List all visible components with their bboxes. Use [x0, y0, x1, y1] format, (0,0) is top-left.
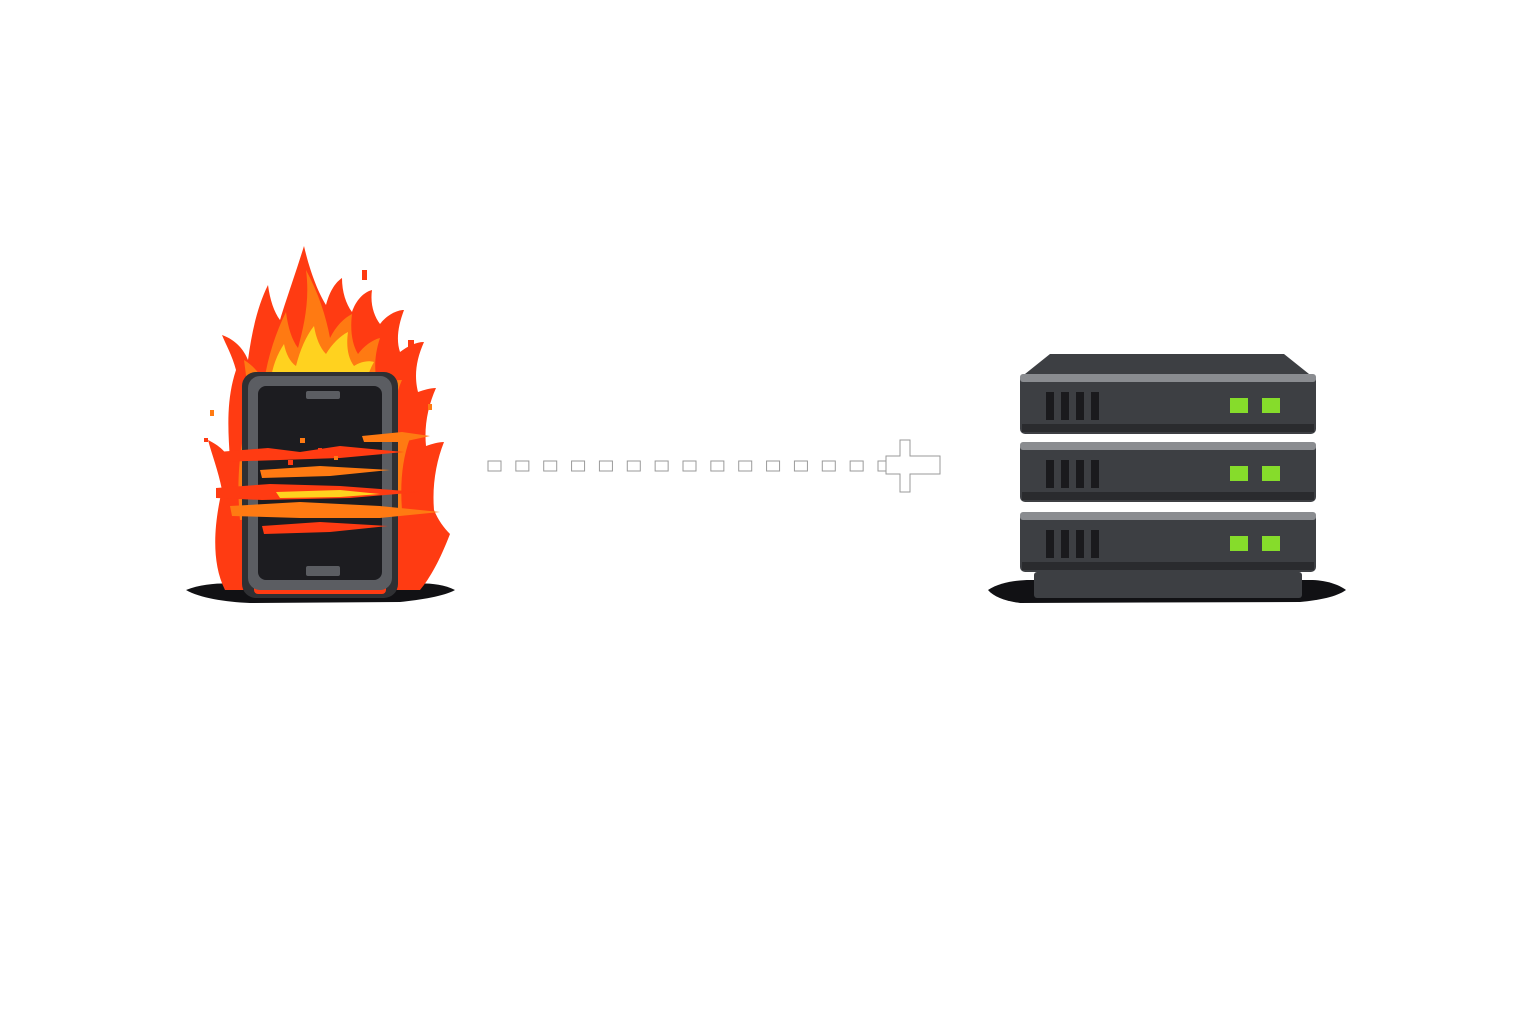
status-led-icon: [1230, 536, 1248, 551]
status-led-icon: [1262, 398, 1280, 413]
vent-slot: [1061, 392, 1069, 420]
status-led-icon: [1230, 466, 1248, 481]
vent-slot: [1076, 392, 1084, 420]
connector-segment: [543, 460, 558, 472]
vent-slot: [1076, 460, 1084, 488]
connector-segment: [654, 460, 669, 472]
vent-slot: [1091, 392, 1099, 420]
vent-slot: [1061, 530, 1069, 558]
connector-segment: [821, 460, 836, 472]
connector-segment: [793, 460, 808, 472]
vent-slot: [1046, 392, 1054, 420]
server-unit: [1020, 374, 1316, 434]
status-led-icon: [1230, 398, 1248, 413]
vent-slot: [1091, 530, 1099, 558]
vent-slot: [1061, 460, 1069, 488]
phone-screen: [258, 386, 382, 580]
vent-slot: [1046, 530, 1054, 558]
ember-sparks: [204, 270, 432, 465]
phone-speaker: [306, 391, 340, 399]
connector-segment: [571, 460, 586, 472]
vent-slot: [1076, 530, 1084, 558]
connector-segment: [487, 460, 502, 472]
server-units: [1020, 374, 1316, 572]
vent-slot: [1046, 460, 1054, 488]
connector-arrowhead-icon: [885, 439, 941, 493]
server-unit-trim: [1020, 442, 1316, 450]
server-unit-trim: [1020, 512, 1316, 520]
server-top-lid: [1020, 354, 1314, 378]
dashed-connector: [487, 439, 941, 493]
status-led-icon: [1262, 466, 1280, 481]
vent-slot: [1091, 460, 1099, 488]
server-unit-trim: [1020, 374, 1316, 382]
status-led-icon: [1262, 536, 1280, 551]
server-unit: [1020, 442, 1316, 502]
connector-segment: [626, 460, 641, 472]
connector-segment: [766, 460, 781, 472]
connector-segment: [738, 460, 753, 472]
server-unit: [1020, 512, 1316, 572]
connector-segment: [710, 460, 725, 472]
server-base: [1034, 572, 1302, 598]
burning-phone-icon: [186, 246, 455, 603]
connector-segment: [515, 460, 530, 472]
connector-segment: [598, 460, 613, 472]
flame-streaks: [216, 432, 440, 534]
connector-segment: [849, 460, 864, 472]
server-rack-icon: [988, 354, 1346, 603]
connector-segment: [682, 460, 697, 472]
phone-home-bar: [306, 566, 340, 576]
